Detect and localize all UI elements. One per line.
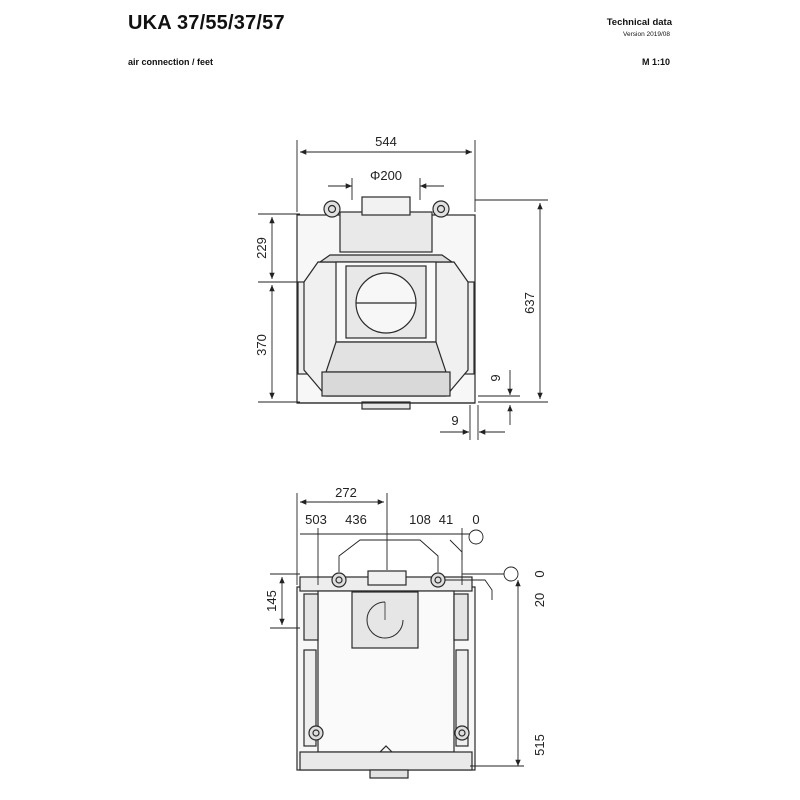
plan-handle (369, 769, 409, 779)
front-foot (361, 401, 411, 410)
plan-view (296, 570, 476, 779)
dim-145-label: 145 (264, 590, 279, 612)
plan-flue-stub (367, 570, 407, 586)
dim-544-label: 544 (375, 134, 397, 149)
dim-272-label: 272 (335, 485, 357, 500)
dim-0-right-label: 0 (532, 570, 547, 577)
version-label: Version 2019/08 (623, 31, 670, 38)
plan-view-dimensions (270, 493, 524, 767)
dim-503-label: 503 (305, 512, 327, 527)
scale-label: M 1:10 (641, 57, 670, 67)
dim-41-label: 41 (439, 512, 453, 527)
flue-collar (361, 196, 411, 216)
front-view-dimensions (258, 140, 548, 440)
dim-108-label: 108 (409, 512, 431, 527)
dim-637-label: 637 (522, 292, 537, 314)
dim-515-label: 515 (532, 734, 547, 756)
plan-foot-bl (308, 725, 324, 741)
dim-370-label: 370 (254, 334, 269, 356)
dim-20-label: 20 (532, 593, 547, 607)
dim-9-offset-label: 9 (451, 413, 458, 428)
dim-0-top-label: 0 (472, 512, 479, 527)
plan-foot-tl (331, 572, 347, 588)
dim-9-height-label: 9 (488, 374, 503, 381)
dim-436-label: 436 (345, 512, 367, 527)
technical-data-label: Technical data (606, 17, 672, 28)
page-subtitle: air connection / feet (128, 57, 214, 67)
plan-foot-tr (430, 572, 446, 588)
dim-229-label: 229 (254, 237, 269, 259)
front-view (296, 196, 476, 410)
plan-foot-br (454, 725, 470, 741)
dim-flue-diameter-label: Φ200 (370, 168, 402, 183)
front-right-lug (432, 200, 450, 218)
front-left-lug (323, 200, 341, 218)
page-title: UKA 37/55/37/57 (128, 12, 285, 34)
front-top-housing (339, 211, 433, 253)
